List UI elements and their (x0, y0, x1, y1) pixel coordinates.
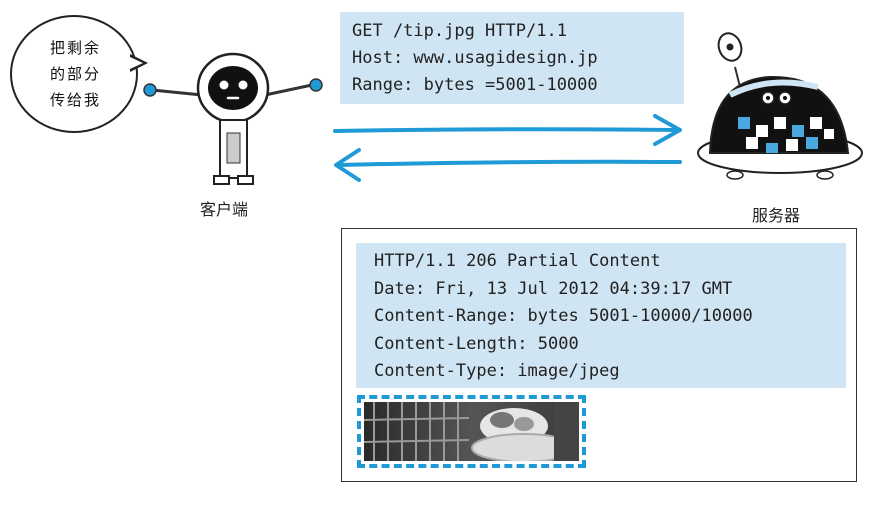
speech-line: 的部分 (50, 65, 102, 83)
response-line: Content-Length: 5000 (374, 333, 579, 354)
request-line: Host: www.usagidesign.jp (352, 48, 598, 68)
photo-thumbnail-icon (364, 402, 579, 461)
server-robot-icon (697, 32, 863, 180)
arrows (333, 114, 682, 182)
speech-line: 把剩余 (50, 39, 102, 57)
request-line: GET /tip.jpg HTTP/1.1 (352, 21, 567, 41)
speech-bubble: 把剩余 的部分 传给我 (10, 15, 138, 133)
partial-image (357, 395, 586, 468)
response-line: HTTP/1.1 206 Partial Content (374, 251, 661, 271)
request-line: Range: bytes =5001-10000 (352, 75, 598, 95)
response-line: Content-Type: image/jpeg (374, 361, 620, 381)
response-arrow-icon (334, 148, 682, 182)
client-robot-icon (143, 52, 323, 185)
speech-line: 传给我 (50, 91, 102, 109)
request-message: GET /tip.jpg HTTP/1.1 Host: www.usagides… (340, 12, 684, 104)
speech-bubble-tail-fill (130, 57, 143, 69)
server-label: 服务器 (752, 206, 801, 225)
request-arrow-icon (333, 114, 682, 146)
client-label: 客户端 (200, 200, 249, 219)
response-message: HTTP/1.1 206 Partial Content Date: Fri, … (356, 243, 846, 388)
response-line: Content-Range: bytes 5001-10000/10000 (374, 306, 753, 326)
response-line: Date: Fri, 13 Jul 2012 04:39:17 GMT (374, 278, 733, 299)
